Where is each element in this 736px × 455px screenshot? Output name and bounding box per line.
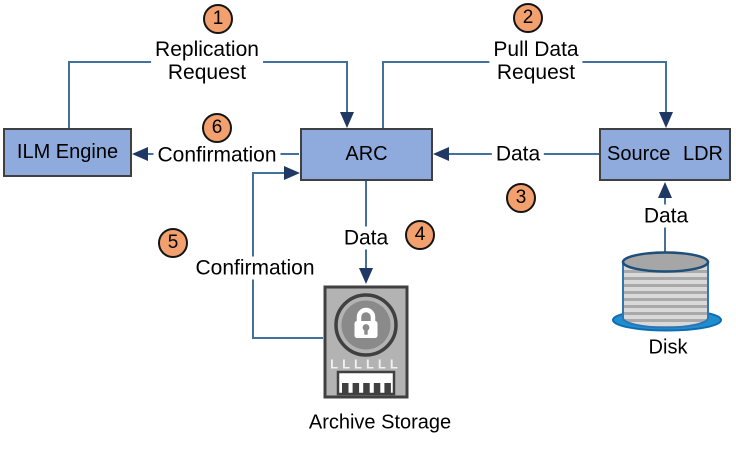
arrowhead-into-arc-right [433,147,449,161]
arrowhead-into-archive-top [359,268,373,284]
label-data-arc-to-archive: Data [339,226,393,250]
label-replication-line2: Request [167,61,247,84]
disk-icon [612,251,722,332]
step-3-number: 3 [515,187,527,208]
label-pull-data-line1: Pull Data [493,38,579,61]
arrowhead-into-ilm-right [132,147,148,161]
node-arc-label: ARC [345,143,388,165]
label-replication-request: Replication Request [151,38,263,84]
label-confirmation-archive-to-arc: Confirmation [191,256,319,280]
step-badge-2: 2 [513,3,543,33]
archive-vents [336,370,396,396]
caption-archive-storage: Archive Storage [308,411,452,434]
label-data-source-to-arc: Data [491,142,545,166]
label-pull-data-request: Pull Data Request [489,38,583,84]
step-1-number: 1 [212,8,224,29]
archive-storage-icon [323,285,409,399]
node-ilm-engine: ILM Engine [3,128,132,177]
arrowhead-into-arc-left [284,166,300,180]
arrowhead-into-arc-top [340,112,354,128]
node-source-ldr: Source LDR [599,128,731,181]
step-2-number: 2 [522,7,534,28]
step-badge-6: 6 [202,113,232,143]
caption-disk: Disk [648,336,688,359]
step-badge-4: 4 [405,220,435,250]
label-pull-data-line2: Request [496,61,576,84]
node-source-ldr-label: Source LDR [607,143,723,165]
label-confirmation-arc-to-ilm: Confirmation [153,143,281,167]
node-arc: ARC [300,128,433,181]
archive-lock-letters: LLLLLL [330,356,402,372]
step-4-number: 4 [414,224,426,245]
label-data-disk-to-source: Data [639,204,693,228]
lock-icon [354,307,378,338]
arrowhead-into-sourceldr-top [659,112,673,128]
step-badge-5: 5 [158,228,188,258]
step-badge-1: 1 [203,4,233,34]
edge-confirmation-archive-to-arc [252,172,323,339]
node-ilm-engine-label: ILM Engine [16,141,119,163]
step-6-number: 6 [211,117,223,138]
step-badge-3: 3 [506,183,536,213]
label-replication-line1: Replication [155,38,259,61]
step-5-number: 5 [167,232,179,253]
arrowhead-into-sourceldr-bottom [658,182,672,198]
